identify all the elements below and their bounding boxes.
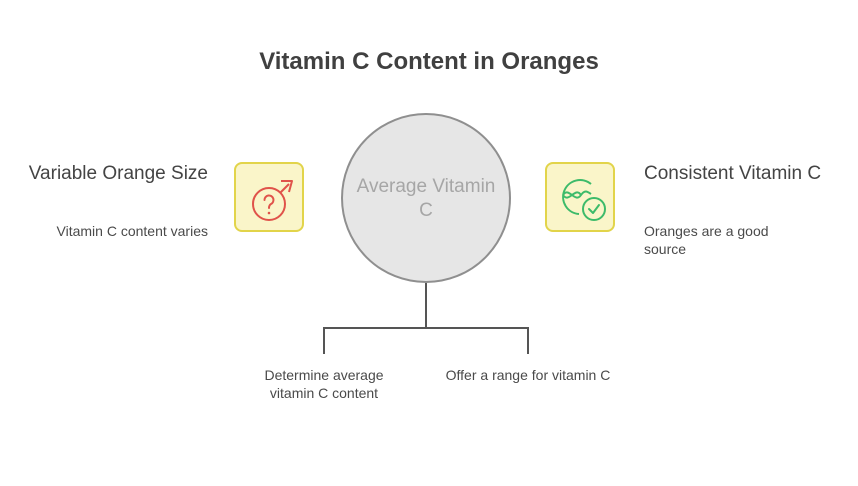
right-item-title: Consistent Vitamin C (644, 163, 822, 184)
question-male-symbol-icon (252, 180, 293, 221)
branch-left-label: Determine average vitamin C content (264, 367, 384, 401)
branch-right-label: Offer a range for vitamin C (445, 367, 611, 383)
diagram-title: Vitamin C Content in Oranges (259, 48, 599, 75)
right-icon-box (545, 162, 615, 232)
right-item-description: Oranges are a good source (644, 223, 769, 257)
left-icon-box (234, 162, 304, 232)
dna-check-icon (562, 179, 606, 221)
center-label: Average Vitamin C (356, 176, 496, 221)
left-item-description: Vitamin C content varies (56, 223, 208, 239)
left-item-title: Variable Orange Size (28, 163, 208, 184)
center-circle (341, 113, 511, 283)
